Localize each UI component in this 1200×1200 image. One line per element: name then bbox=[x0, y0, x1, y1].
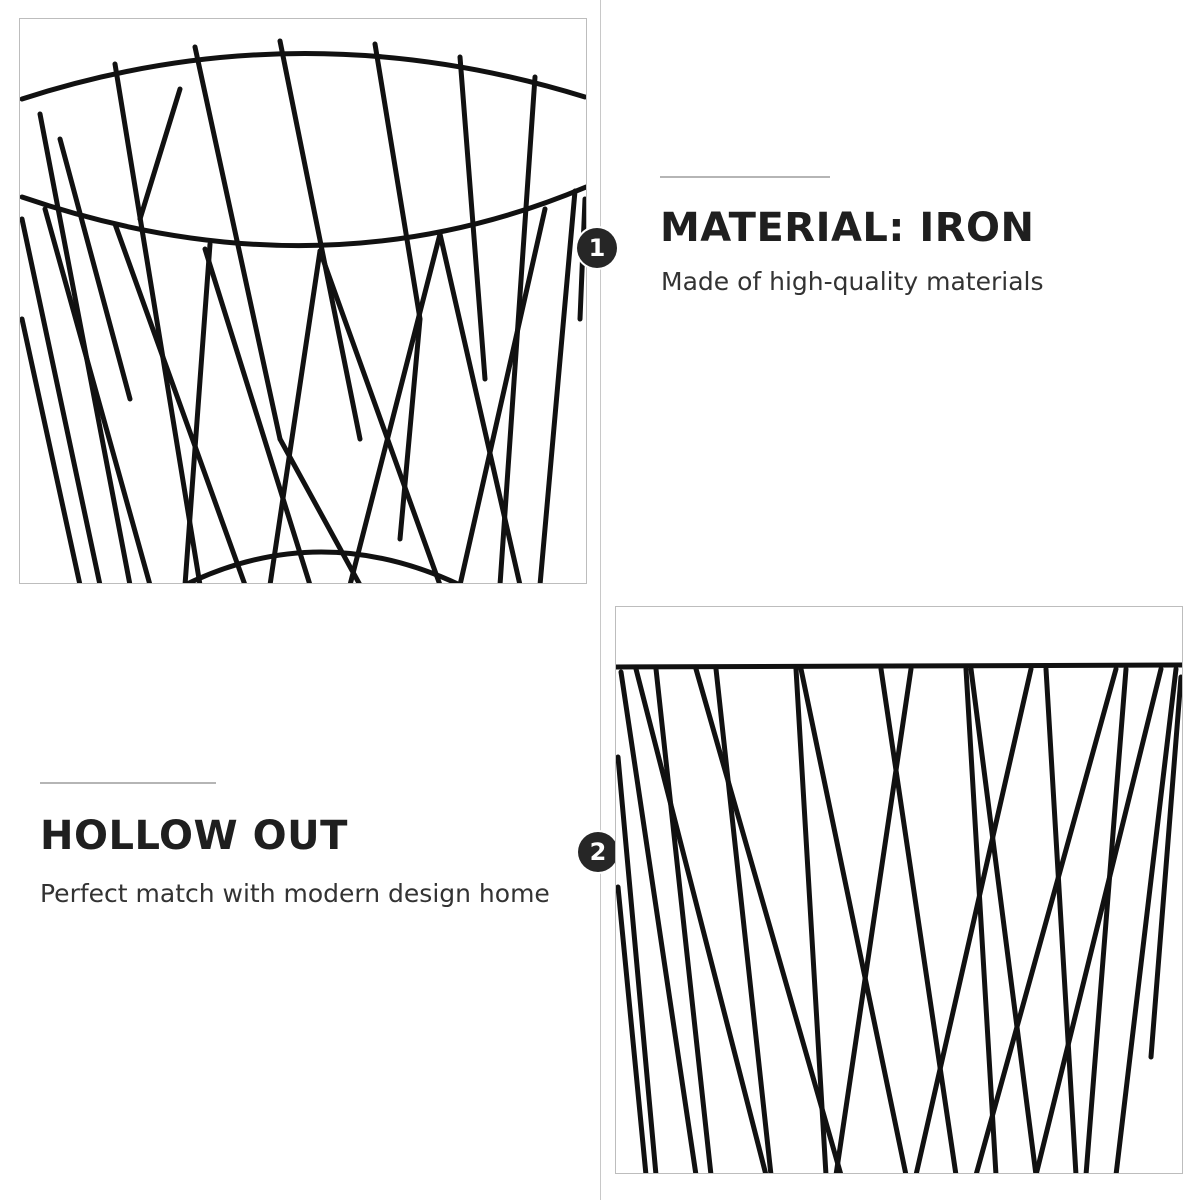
feature-1-divider bbox=[660, 176, 830, 178]
feature-2-divider bbox=[40, 782, 216, 784]
feature-number-badge-2: 2 bbox=[578, 832, 618, 872]
feature-number-2: 2 bbox=[589, 838, 607, 866]
wire-basket-side-view-image bbox=[616, 662, 1182, 1173]
product-photo-side-view bbox=[615, 606, 1183, 1174]
feature-1-description: Made of high-quality materials bbox=[661, 267, 1044, 296]
feature-number-1: 1 bbox=[588, 234, 606, 262]
wire-basket-top-view-image bbox=[20, 38, 586, 583]
feature-1-title: MATERIAL: IRON bbox=[660, 205, 1035, 251]
feature-number-badge-1: 1 bbox=[577, 228, 617, 268]
center-divider bbox=[600, 0, 601, 1200]
product-photo-top-view bbox=[19, 18, 587, 584]
feature-2-description: Perfect match with modern design home bbox=[40, 879, 550, 908]
feature-2-title: HOLLOW OUT bbox=[40, 813, 348, 859]
